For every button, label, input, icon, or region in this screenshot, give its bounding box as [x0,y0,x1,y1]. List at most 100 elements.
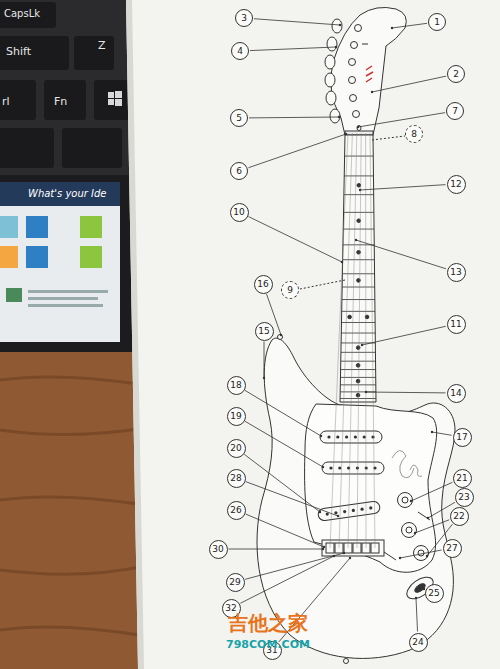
leader-line [356,240,446,269]
callout-number-text: 24 [412,638,423,647]
callout-number-text: 22 [453,512,464,521]
callout-number-text: 26 [230,506,241,515]
string-tree [362,44,368,45]
control-knobs [418,550,424,556]
pickups [322,462,384,474]
laptop-screen [80,216,102,238]
laptop-screen [80,246,102,268]
callout-number-text: 18 [230,381,241,390]
leader-dot [399,557,401,559]
callout-number-text: 4 [237,47,243,56]
fret-dot [356,393,360,397]
keyboard-key-label: rl [2,96,10,108]
callout-number: 1 [428,13,446,31]
laptop-keyboard [0,0,140,180]
control-knobs [418,512,430,520]
leader-dot [426,555,428,557]
callout-number: 15 [255,322,274,341]
control-knobs [398,493,431,561]
fret-dot [356,364,360,368]
leader-dot [414,532,416,534]
callout-number-text: 20 [230,444,241,453]
watermark: 798COM.COM [226,639,310,651]
leader-line [372,76,446,92]
callout-number: 22 [450,507,469,526]
tuner-keys [325,55,335,69]
fret [341,361,376,362]
leader-dot [357,126,359,128]
pickup-pole [345,435,348,438]
fret [344,212,374,213]
keyboard-key-label: Fn [54,96,67,108]
callout-number-text: 10 [233,208,244,217]
callout-number-text: 30 [212,545,223,554]
laptop-keyboard [115,91,122,98]
callout-number-text: 25 [428,589,439,598]
fret [341,352,376,353]
leader-line [416,598,418,632]
pickup-pole [334,511,337,514]
tuner-posts [349,25,362,118]
keyboard-key-label: Shift [6,46,31,58]
leader-dot [280,334,282,336]
control-knobs [402,523,417,538]
callout-number: 7 [446,102,464,120]
paper-sheet [126,0,500,669]
callout-number-text: 2 [453,70,459,79]
laptop-keyboard [108,99,114,105]
leader-line [229,549,324,550]
fret [340,398,376,399]
callout-number: 19 [227,407,246,426]
leader-dot [391,27,393,29]
leader-dot [343,552,345,554]
callout-number-text: 1 [434,18,440,27]
headstock-logo [366,66,373,82]
laptop-screen [0,182,120,342]
callout-number-text: 11 [450,320,461,329]
strap-button [344,659,349,664]
fret [340,377,375,378]
tuner-keys [330,109,340,123]
laptop-keyboard [108,92,114,98]
leader-line [245,553,344,579]
fret-dot [348,315,352,319]
callout-number: 8 [405,125,423,143]
laptop-keyboard [115,99,122,106]
fret-dot [356,379,360,383]
leader-dot [263,377,265,379]
laptop-keyboard [62,128,122,168]
callout-number: 2 [447,65,465,83]
leader-dot [371,91,373,93]
fret [342,287,375,288]
laptop-keyboard [108,91,122,106]
control-knobs [402,497,408,503]
leader-line [392,23,427,28]
callout-number: 14 [447,384,466,403]
callout-number: 4 [231,42,249,60]
tuner-posts [355,25,362,32]
laptop-screen [28,304,103,307]
leader-dot [410,500,412,502]
callout-number: 26 [227,501,246,520]
pickup-pole [329,466,332,469]
fret [343,259,375,260]
guitar-string [365,133,366,548]
watermark: 吉他之家 [228,612,308,634]
nut [345,131,373,135]
leader-dot [320,435,322,437]
leader-dot [319,511,321,513]
fret-dot [357,219,361,223]
headstock [331,7,407,135]
headstock-logo [366,66,373,82]
keyboard-key-label: CapsLk [4,8,40,19]
callout-number: 5 [230,109,248,127]
laptop-keyboard [74,36,114,70]
laptop-keyboard [44,80,86,120]
pickup-pole [336,435,339,438]
strap-button [278,335,283,340]
pickup-pole [326,512,329,515]
pickup-pole [338,466,341,469]
laptop-screen [0,182,120,206]
leader-dot [427,517,429,519]
